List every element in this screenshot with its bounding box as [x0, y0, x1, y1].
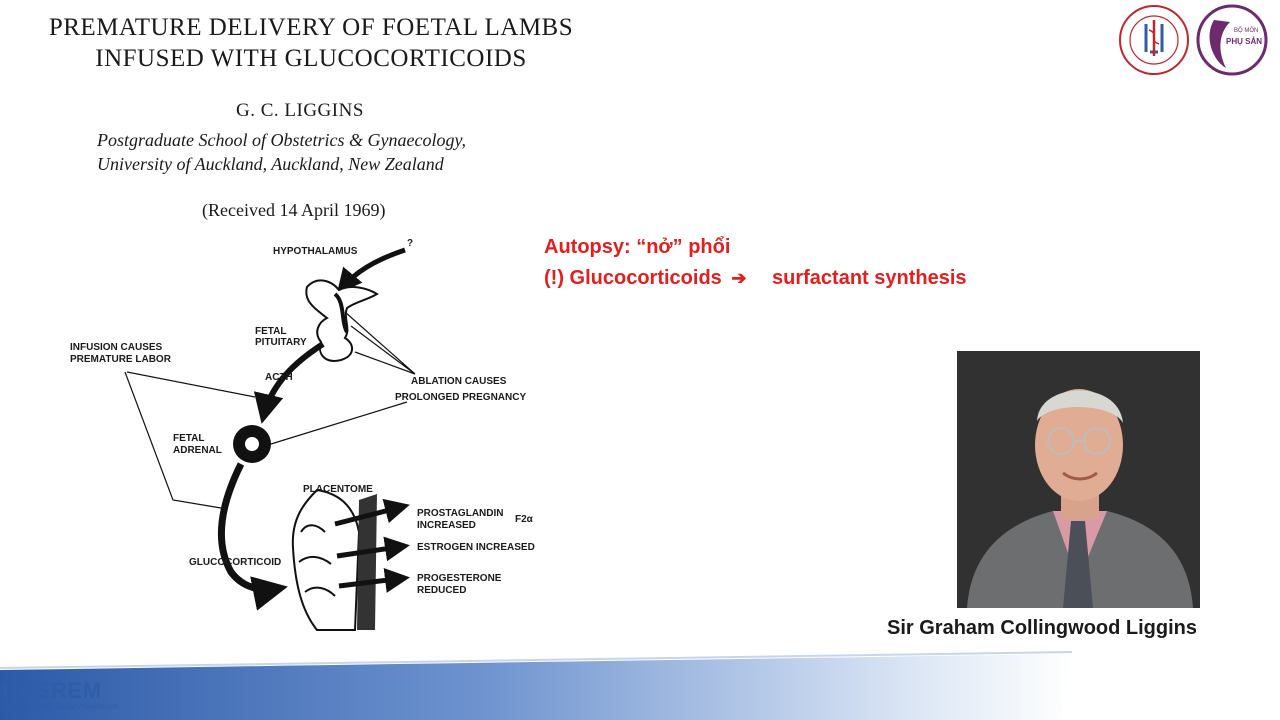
affiliation-line-1: Postgraduate School of Obstetrics & Gyna… — [97, 130, 466, 150]
glucocorticoid-arrow — [218, 462, 288, 611]
label-increased: INCREASED — [417, 520, 476, 531]
acth-arrow — [253, 341, 325, 424]
label-acth: ACTH — [265, 372, 293, 383]
note-glucocorticoids-text: (!) Glucocorticoids — [544, 267, 722, 289]
label-reduced: REDUCED — [417, 585, 466, 596]
label-pituitary: PITUITARY — [255, 337, 307, 348]
note-glucocorticoids: (!) Glucocorticoids ➔ surfactant synthes… — [544, 263, 967, 294]
label-ablation-1: ABLATION CAUSES — [411, 376, 507, 387]
institution-logos: BỘ MÔN PHỤ SẢN — [1119, 4, 1268, 76]
label-placentome: PLACENTOME — [303, 484, 373, 495]
label-ablation-2: PROLONGED PREGNANCY — [395, 392, 526, 403]
hypothalamus-arrow — [336, 247, 406, 294]
note-autopsy: Autopsy: “nở” phổi — [544, 236, 731, 258]
logo-text-1: BỘ MÔN — [1234, 27, 1258, 34]
footer-band — [0, 651, 1073, 720]
university-seal-icon — [1119, 5, 1189, 75]
key-findings: Autopsy: “nở” phổi (!) Glucocorticoids ➔… — [544, 232, 967, 294]
label-hypothalamus: HYPOTHALAMUS — [273, 246, 358, 257]
logo-text-2: PHỤ SẢN — [1226, 37, 1262, 46]
label-infusion-1: INFUSION CAUSES — [70, 342, 163, 353]
arrow-right-icon: ➔ — [731, 268, 747, 288]
paper-title-line-1: PREMATURE DELIVERY OF FOETAL LAMBS — [48, 14, 574, 41]
label-estrogen: ESTROGEN INCREASED — [417, 542, 535, 553]
note-surfactant: surfactant synthesis — [772, 267, 967, 289]
hosrem-tagline: Knowledge for Better Healthcare — [2, 702, 118, 711]
obgyn-department-logo-icon: BỘ MÔN PHỤ SẢN — [1196, 4, 1268, 76]
label-glucocorticoid: GLUCOCORTICOID — [189, 557, 281, 568]
hormone-pathway-diagram: HYPOTHALAMUS ? FETAL PITUITARY INFUSION … — [70, 238, 535, 631]
label-prostaglandin: PROSTAGLANDIN — [417, 508, 503, 519]
label-fetal-1: FETAL — [255, 326, 286, 337]
hosrem-brand: HOSREM Knowledge for Better Healthcare — [2, 678, 118, 711]
paper-received-date: (Received 14 April 1969) — [202, 200, 386, 220]
label-progesterone: PROGESTERONE — [417, 573, 502, 584]
label-infusion-2: PREMATURE LABOR — [70, 354, 172, 365]
photo-caption: Sir Graham Collingwood Liggins — [887, 617, 1198, 639]
label-fetal-2: FETAL — [173, 433, 204, 444]
paper-author: G. C. LIGGINS — [236, 100, 364, 121]
paper-affiliation: Postgraduate School of Obstetrics & Gyna… — [97, 128, 466, 176]
paper-title-line-2: INFUSED WITH GLUCOCORTICOIDS — [95, 45, 527, 72]
paper-title: PREMATURE DELIVERY OF FOETAL LAMBS INFUS… — [6, 12, 616, 74]
label-prostaglandin-sub: F2α — [515, 514, 534, 525]
label-question: ? — [407, 238, 413, 249]
label-adrenal: ADRENAL — [173, 445, 222, 456]
portrait-photo — [957, 351, 1200, 608]
affiliation-line-2: University of Auckland, Auckland, New Ze… — [97, 154, 444, 174]
hosrem-logo-text: HOSREM — [2, 678, 102, 703]
